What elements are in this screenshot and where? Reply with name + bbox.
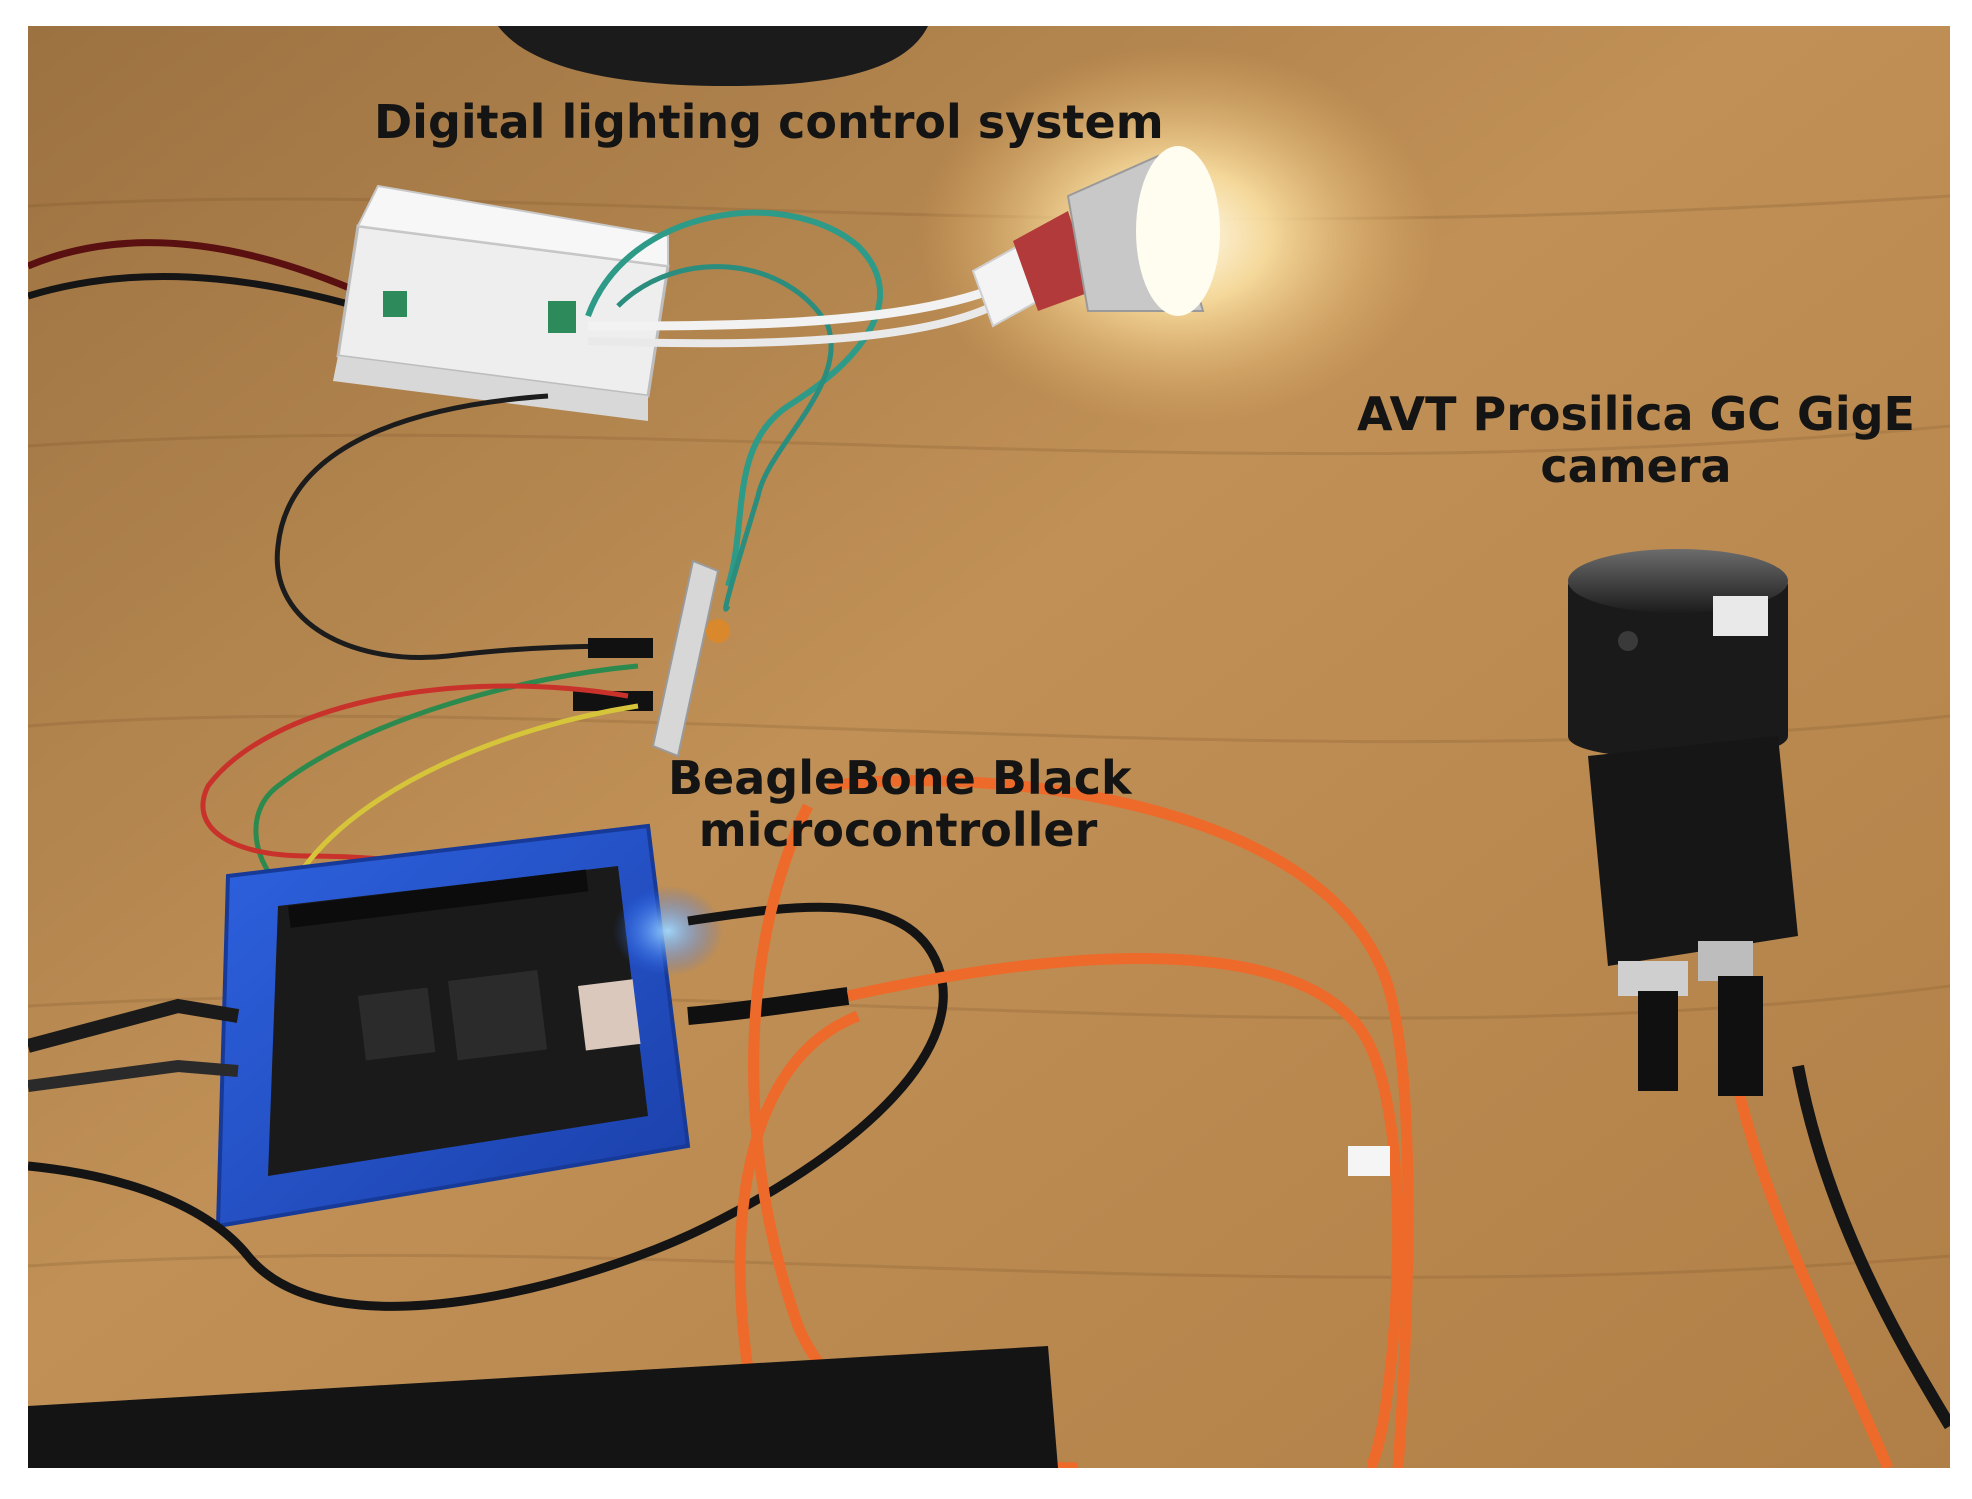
label-camera: AVT Prosilica GC GigE camera bbox=[1356, 388, 1916, 492]
jumper-green bbox=[253, 663, 639, 899]
lighting-driver bbox=[333, 184, 670, 421]
label-microcontroller-line2: microcontroller bbox=[698, 803, 1098, 857]
camera-power-cable bbox=[1792, 1064, 1950, 1430]
label-microcontroller-line1: BeagleBone Black bbox=[668, 751, 1132, 805]
lamp-wire-2 bbox=[587, 302, 995, 348]
power-wire-red bbox=[28, 239, 370, 300]
led-lamp bbox=[971, 146, 1220, 328]
laptop-edge bbox=[28, 1346, 1058, 1468]
ethernet-plug bbox=[687, 987, 850, 1025]
usb-cable-2 bbox=[28, 1059, 239, 1092]
label-microcontroller: BeagleBone Black microcontroller bbox=[668, 751, 1132, 857]
label-lighting-control: Digital lighting control system bbox=[374, 95, 1164, 149]
power-wire-black bbox=[28, 273, 374, 315]
teal-wire-1 bbox=[585, 209, 884, 587]
photo-scene bbox=[28, 26, 1950, 1468]
cable-tie bbox=[1348, 1146, 1390, 1176]
usb-cable-1 bbox=[28, 998, 240, 1053]
beaglebone-board bbox=[215, 823, 723, 1229]
teal-wire-2 bbox=[616, 264, 834, 612]
label-camera-line2: camera bbox=[1540, 439, 1732, 493]
monitor-base bbox=[498, 26, 928, 86]
lamp-wire-1 bbox=[587, 286, 990, 331]
photo: Digital lighting control system AVT Pros… bbox=[28, 26, 1950, 1468]
ground-wire bbox=[274, 393, 639, 660]
label-camera-line1: AVT Prosilica GC GigE bbox=[1357, 387, 1915, 441]
power-cable bbox=[28, 902, 948, 1311]
gige-camera bbox=[1568, 549, 1798, 1096]
